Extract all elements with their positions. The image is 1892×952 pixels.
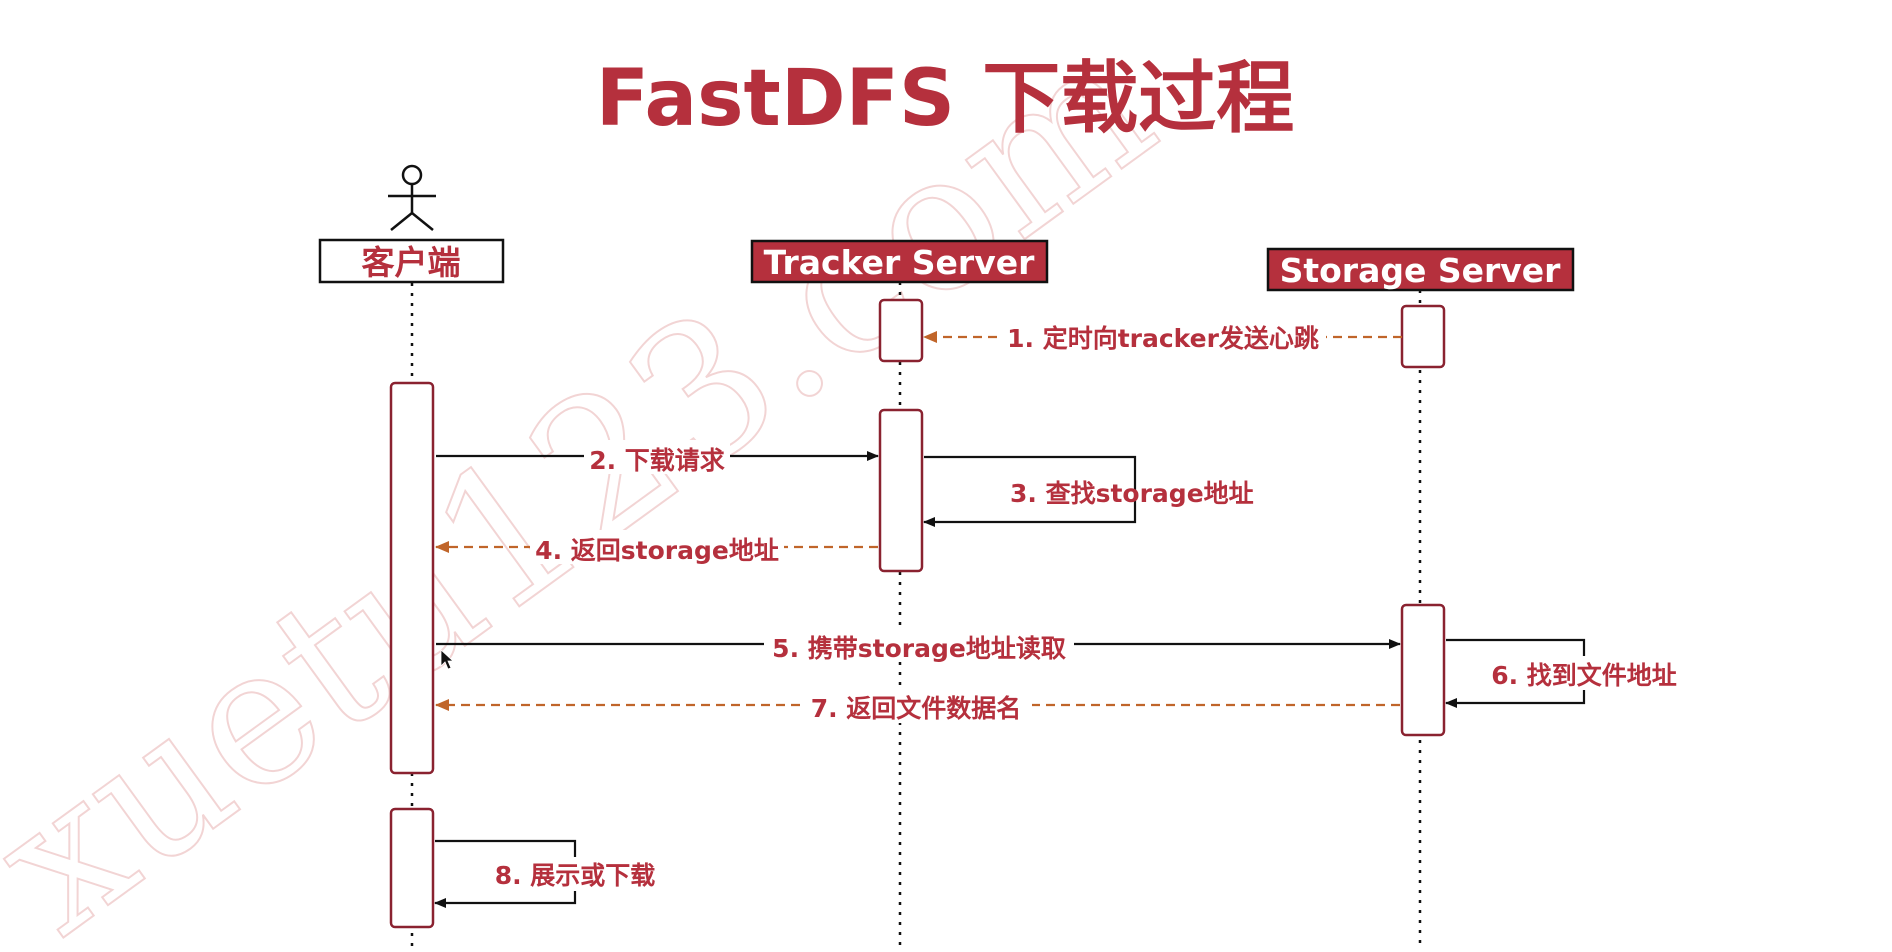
activation-client-main — [389, 381, 435, 775]
message-8-label: 8. 展示或下载 — [495, 861, 656, 890]
message-4-label: 4. 返回storage地址 — [535, 536, 779, 565]
message-6-label: 6. 找到文件地址 — [1491, 661, 1677, 690]
message-5: 5. 携带storage地址读取 — [436, 628, 1401, 663]
page-title: FastDFS 下载过程 — [596, 54, 1294, 144]
actor-icon — [388, 164, 436, 231]
message-2: 2. 下载请求 — [436, 440, 879, 475]
message-7-label: 7. 返回文件数据名 — [811, 694, 1022, 723]
activation-tracker-request — [878, 408, 924, 573]
message-1: 1. 定时向tracker发送心跳 — [923, 319, 1402, 353]
message-7: 7. 返回文件数据名 — [435, 689, 1400, 723]
participant-tracker: Tracker Server — [750, 239, 1049, 284]
message-2-label: 2. 下载请求 — [589, 446, 725, 475]
participant-client: 客户端 — [318, 238, 505, 284]
message-6: 6. 找到文件地址 — [1445, 638, 1682, 708]
activation-storage-heartbeat — [1400, 304, 1446, 369]
activation-client-display — [389, 807, 435, 929]
activation-storage-read — [1400, 603, 1446, 737]
message-8: 8. 展示或下载 — [434, 839, 660, 908]
message-4: 4. 返回storage地址 — [435, 530, 878, 565]
participant-tracker-label: Tracker Server — [764, 243, 1036, 282]
message-1-label: 1. 定时向tracker发送心跳 — [1007, 324, 1319, 353]
participant-storage-label: Storage Server — [1280, 251, 1562, 290]
message-3-label: 3. 查找storage地址 — [1010, 479, 1254, 508]
cursor-icon — [440, 649, 455, 670]
message-3: 3. 查找storage地址 — [923, 455, 1254, 527]
message-5-label: 5. 携带storage地址读取 — [772, 634, 1066, 663]
participant-client-label: 客户端 — [362, 243, 461, 282]
activation-tracker-heartbeat — [878, 298, 924, 363]
participant-storage: Storage Server — [1266, 247, 1575, 292]
